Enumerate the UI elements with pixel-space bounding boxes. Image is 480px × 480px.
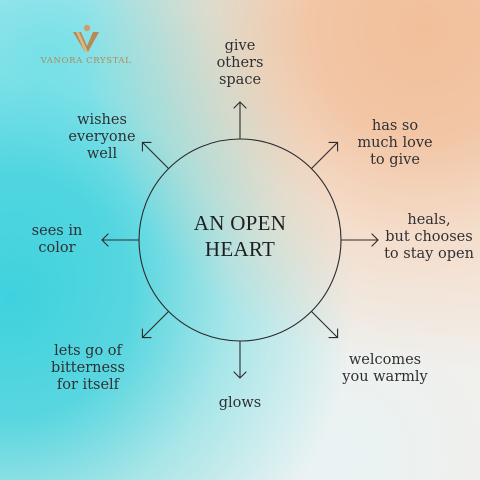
trait-glows: glows xyxy=(218,395,262,411)
trait-has-so-much-love: has so much love to give xyxy=(357,118,433,168)
brand-logo: VANORA CRYSTAL xyxy=(40,24,132,66)
center-title: AN OPEN HEART xyxy=(193,211,287,261)
brand-name: VANORA CRYSTAL xyxy=(40,56,132,66)
arrow-left xyxy=(101,233,139,247)
arrow-bottom-left xyxy=(141,311,169,339)
trait-wishes-everyone-well: wishes everyone well xyxy=(68,112,136,162)
trait-give-others-space: give others space xyxy=(216,38,264,88)
trait-heals-stay-open: heals, but chooses to stay open xyxy=(384,212,474,262)
trait-welcomes-warmly: welcomes you warmly xyxy=(342,352,428,385)
arrow-bottom xyxy=(233,341,247,379)
brand-emblem-icon xyxy=(73,24,99,52)
arrow-right xyxy=(341,233,379,247)
arrow-top-right xyxy=(311,141,339,169)
trait-lets-go-bitterness: lets go of bitterness for itself xyxy=(51,343,125,393)
arrow-top-left xyxy=(141,141,169,169)
trait-sees-in-color: sees in color xyxy=(31,223,83,256)
arrow-top xyxy=(233,101,247,139)
arrow-bottom-right xyxy=(311,311,339,339)
